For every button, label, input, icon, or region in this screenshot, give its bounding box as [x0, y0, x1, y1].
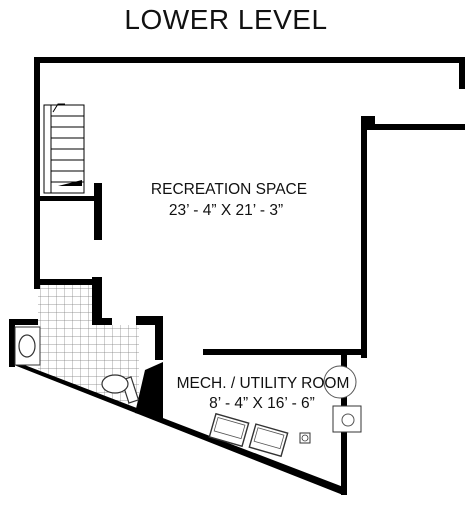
room-dimensions-utility: 8’ - 4” X 16’ - 6” — [209, 395, 315, 412]
wall-bath-post — [92, 277, 102, 321]
wall-right-top-stub — [459, 57, 465, 89]
staircase — [43, 103, 85, 194]
floor-drain-icon — [299, 432, 311, 444]
room-name-utility: MECH. / UTILITY ROOM — [177, 375, 350, 392]
wall-bath-right-post — [136, 316, 162, 325]
water-heater-icon — [323, 365, 357, 399]
wall-bath-top — [34, 279, 94, 285]
furnace-icon — [332, 405, 362, 433]
wall-diagonal — [9, 361, 346, 495]
wall-wedge — [135, 362, 163, 420]
dryer-icon — [248, 423, 289, 458]
wall-stair-post — [94, 183, 102, 240]
wall-bath-left-side — [9, 319, 15, 367]
toilet-icon — [101, 374, 140, 404]
wall-top — [34, 57, 464, 63]
wall-left-upper — [34, 57, 40, 289]
plan-title: LOWER LEVEL — [124, 4, 327, 35]
wall-utility-top — [203, 349, 367, 355]
wall-bath-left — [9, 319, 38, 325]
washer-icon — [208, 412, 250, 448]
wall-right-lower — [361, 124, 367, 358]
wall-stair-ledge — [38, 196, 100, 201]
wall-right-jog — [361, 124, 465, 130]
sink-icon — [14, 326, 41, 366]
wall-bath-right — [155, 316, 163, 360]
wall-bath-header — [92, 318, 112, 325]
room-name-recreation: RECREATION SPACE — [151, 181, 307, 198]
room-dimensions-recreation: 23’ - 4” X 21’ - 3” — [169, 202, 283, 219]
